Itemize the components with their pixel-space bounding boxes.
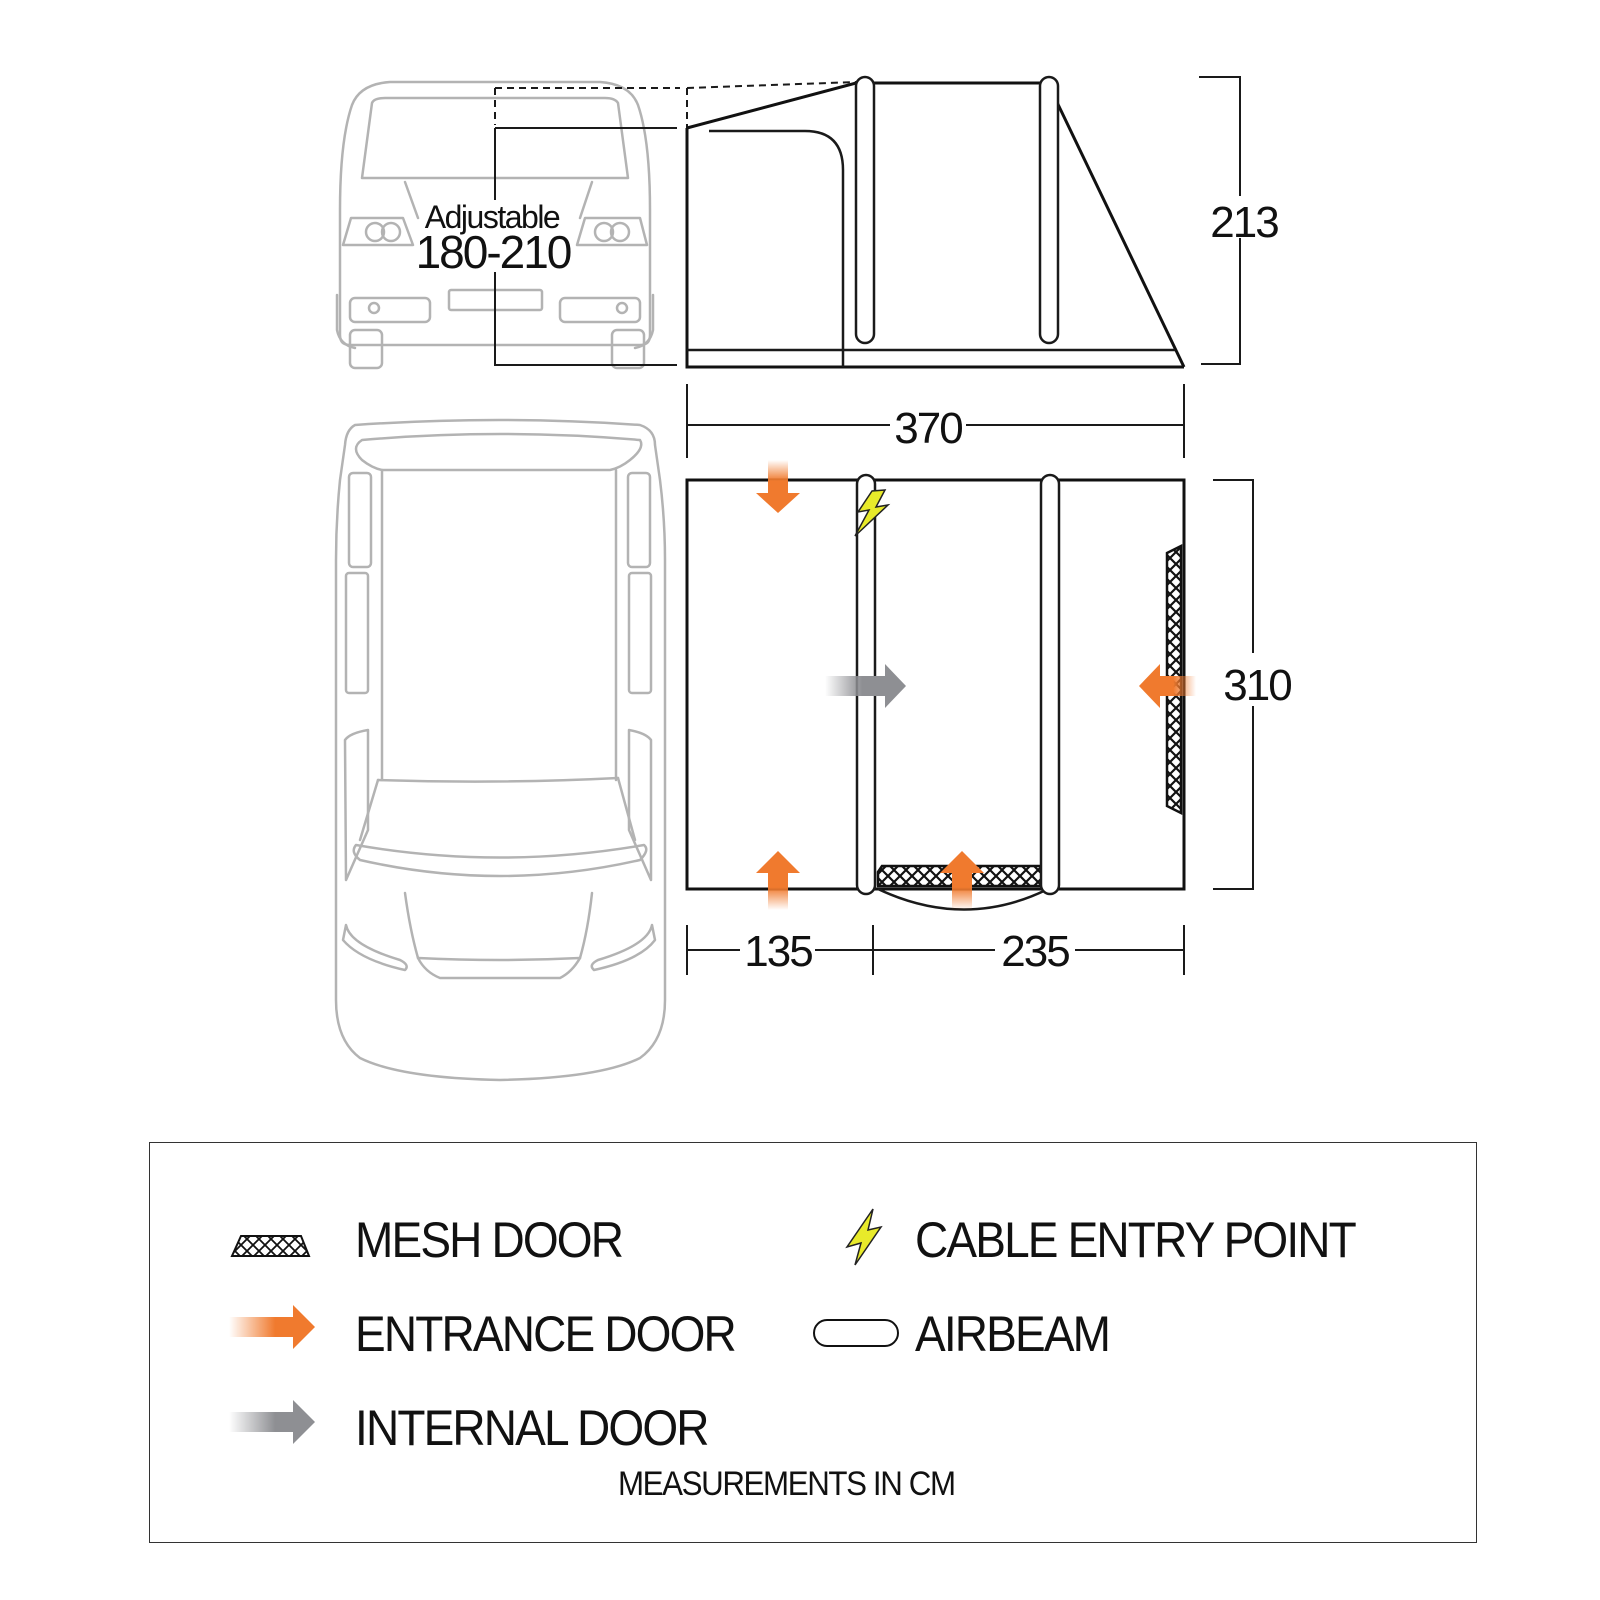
entrance-door-arrow-icon (229, 1305, 315, 1349)
mesh-door-icon (230, 1235, 311, 1257)
section-dimensions (686, 925, 1185, 975)
depth-label: 310 (1223, 661, 1291, 710)
adjustable-label: Adjustable (425, 199, 560, 235)
legend-internal-door-label: INTERNAL DOOR (355, 1400, 709, 1456)
airbeam-side-1 (854, 75, 876, 345)
width-label: 370 (894, 404, 962, 453)
entrance-door-arrow-side (1139, 664, 1196, 708)
awning-side-view (685, 75, 1186, 369)
van-top-view (334, 418, 667, 1082)
entrance-door-arrow-top (756, 460, 800, 513)
section-1-width-label: 135 (744, 927, 812, 976)
legend-cable-entry-label: CABLE ENTRY POINT (915, 1212, 1357, 1268)
adjustable-height-bracket (494, 87, 680, 366)
legend-entrance-door-label: ENTRANCE DOOR (355, 1306, 737, 1362)
legend: MESH DOOR ENTRANCE DOOR INTERNAL DOOR CA… (149, 1142, 1477, 1543)
cable-entry-bolt-icon (854, 489, 891, 537)
adjustable-range-label: 180-210 (416, 226, 571, 278)
height-dimension (1199, 76, 1241, 365)
airbeam-plan-2 (1039, 473, 1061, 896)
internal-door-arrow-icon (229, 1400, 315, 1444)
airbeam-side-2 (1038, 75, 1060, 345)
cable-entry-bolt-icon (845, 1208, 883, 1266)
airbeam-icon (813, 1319, 899, 1347)
entrance-door-arrow-bottom-centre (940, 851, 984, 910)
section-2-width-label: 235 (1001, 927, 1069, 976)
entrance-door-arrow-bottom-left (756, 851, 800, 910)
width-dimension (686, 384, 1185, 458)
internal-door-arrow (825, 664, 906, 708)
depth-dimension (1213, 479, 1254, 890)
awning-floor-plan (685, 473, 1186, 911)
measurements-note: MEASUREMENTS IN CM (618, 1465, 956, 1503)
legend-airbeam-label: AIRBEAM (915, 1306, 1111, 1362)
height-label: 213 (1210, 198, 1278, 247)
legend-mesh-door-label: MESH DOOR (355, 1212, 624, 1268)
